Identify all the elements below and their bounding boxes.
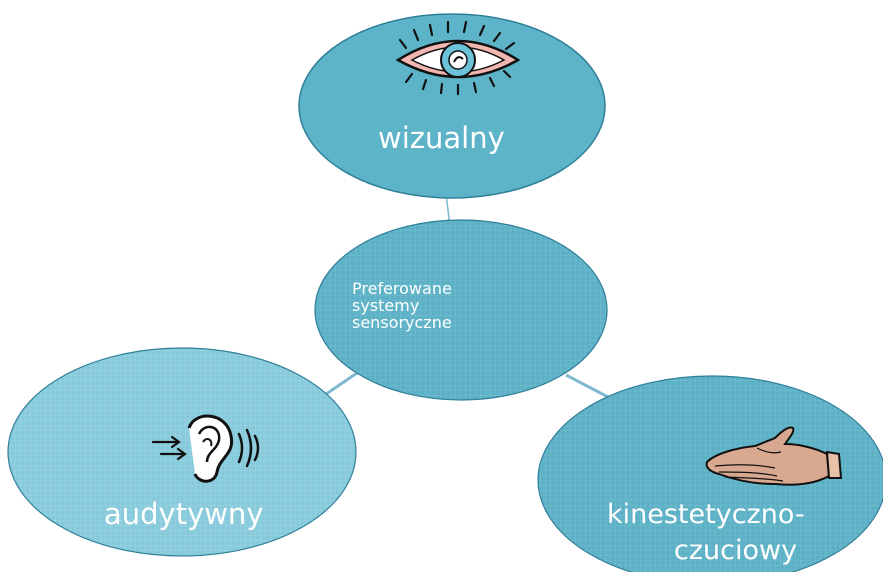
node-auditory-label: audytywny <box>104 497 264 531</box>
node-kinesthetic-label-line-2: czuciowy <box>674 535 798 566</box>
node-kinesthetic-label: kinestetyczno- czuciowy <box>607 497 805 569</box>
connector-center-kinesthetic <box>565 373 611 400</box>
node-kinesthetic-label-line-1: kinestetyczno- <box>607 499 805 530</box>
center-label-line-1: Preferowane <box>352 279 452 298</box>
eye-icon <box>395 20 521 96</box>
node-visual-label: wizualny <box>378 121 505 155</box>
node-kinesthetic <box>537 375 883 572</box>
center-label-line-2: systemy <box>352 296 420 315</box>
hand-icon <box>705 426 843 486</box>
node-visual <box>298 13 606 199</box>
ear-icon <box>151 414 260 483</box>
node-center <box>314 219 608 401</box>
center-label: Preferowane systemy sensoryczne <box>352 280 452 331</box>
center-label-line-3: sensoryczne <box>352 313 452 332</box>
